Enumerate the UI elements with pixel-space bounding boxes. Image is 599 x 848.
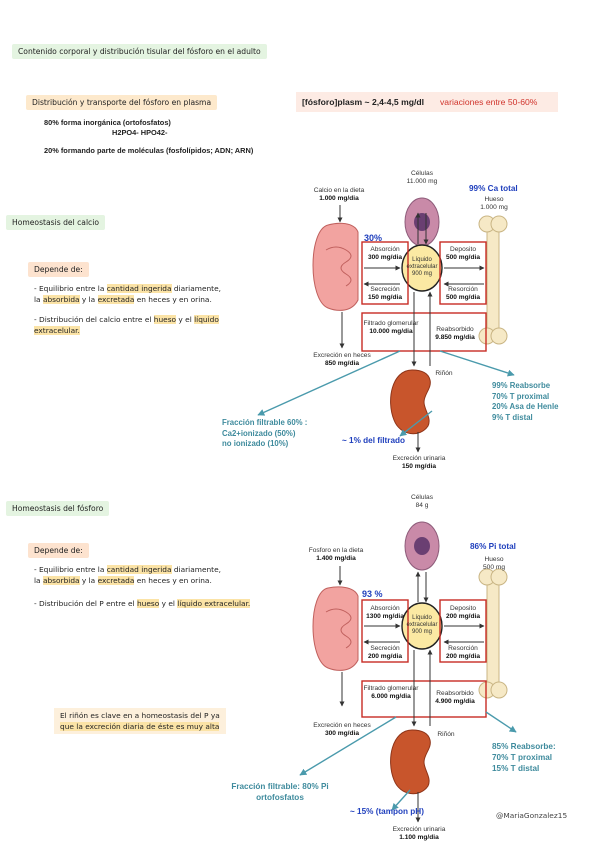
intestine-icon [312,586,359,671]
intestine-icon [312,222,359,311]
page-title: Contenido corporal y distribución tisula… [12,44,267,59]
bone-icon [478,215,508,345]
plasma-line1: 80% forma inorgánica (ortofosfatos) [44,118,171,127]
calcio-total: 99% Ca total [469,184,518,193]
absorcion-box [361,241,409,305]
calcio-bullet2: - Distribución del calcio entre el hueso… [34,315,219,335]
fosforo-section-title: Homeostasis del fósforo [6,501,110,516]
absorcion-box [361,599,409,663]
kidney-icon [390,369,431,435]
fosforo-rinon: Riñón [437,731,455,738]
fosforo-filtrado-pct: ~ 15% (tampon pH) [350,807,424,816]
filtrado-box [361,680,487,718]
author-signature: @MariaGonzalez15 [496,811,568,820]
deposito-box [439,241,487,305]
calcio-section-title: Homeostasis del calcio [6,215,105,230]
bone-icon [478,568,508,699]
calcio-rinon: Riñón [435,370,453,377]
calcio-diagram [257,197,515,453]
plasma-range-formula: [fósforo]plasm ~ 2,4-4,5 mg/dl [302,97,425,107]
plasma-range-box [296,92,558,112]
fosforo-kidney-note: El riñón es clave en a homeostasis del P… [54,708,226,734]
calcio-depende: Depende de: [28,262,89,277]
ecf-ellipse [401,602,443,650]
deposito-box [439,599,487,663]
calcio-bullet1: - Equilibrio entre la cantidad ingerida … [34,284,221,304]
fosforo-diagram [299,521,517,823]
plasma-range-note: variaciones entre 50-60% [440,97,538,107]
filtrado-box [361,312,487,352]
ecf-ellipse [401,244,443,292]
calcio-pct-abs: 30% [364,233,383,243]
plasma-tag: Distribución y transporte del fósforo en… [26,95,218,110]
calcio-fraccion: Fracción filtrable 60% :Ca2+ionizado (50… [222,418,308,448]
fosforo-total: 86% Pi total [470,542,516,551]
fosforo-depende: Depende de: [28,543,89,558]
plasma-line2: H2PO4- HPO42- [112,128,168,137]
fosforo-bullet1: - Equilibrio entre la cantidad ingerida … [34,565,221,585]
calcio-filtrado-pct: ~ 1% del filtrado [342,436,406,445]
fosforo-bullet2: - Distribución del P entre el hueso y el… [34,599,251,608]
fosforo-pct-abs: 93 % [362,589,383,599]
plasma-line3: 20% formando parte de moléculas (fosfolí… [44,146,254,155]
kidney-icon [390,729,431,795]
